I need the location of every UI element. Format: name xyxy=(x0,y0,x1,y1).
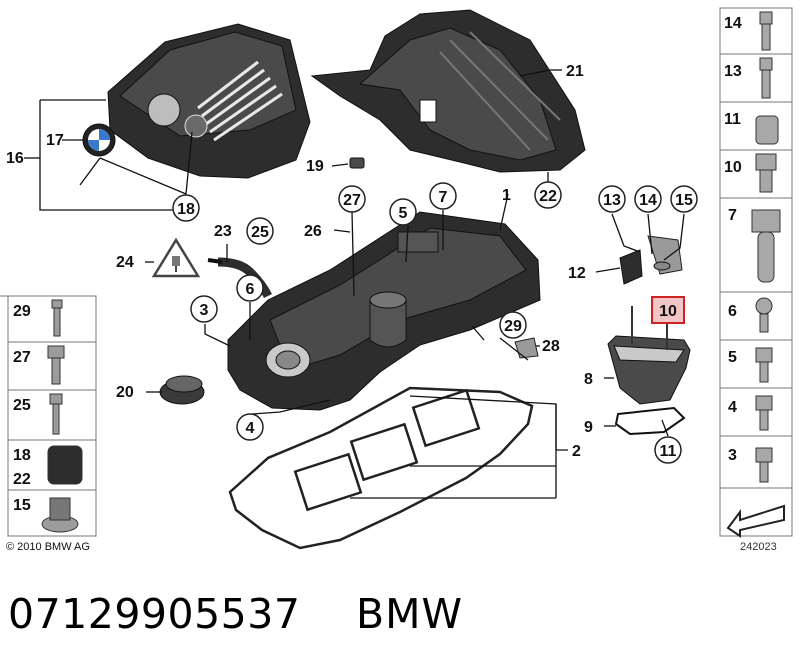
callout-22: 22 xyxy=(539,188,557,205)
callout-7: 7 xyxy=(439,189,448,206)
left-label-22: 22 xyxy=(13,471,31,488)
left-parts-panel: 29 27 25 18 22 15 xyxy=(7,295,97,537)
right-parts-panel: 14 13 11 10 7 6 5 4 3 xyxy=(719,7,793,538)
brand-name: BMW xyxy=(356,590,464,638)
parts-diagram: 29 27 25 18 22 15 14 13 11 10 7 6 5 4 xyxy=(0,7,793,550)
callout-13: 13 xyxy=(603,192,621,209)
left-label-29: 29 xyxy=(13,303,31,320)
cylinder-head-cover xyxy=(227,211,541,411)
callout-28: 28 xyxy=(542,338,560,355)
callout-19: 19 xyxy=(306,158,324,175)
callout-20: 20 xyxy=(116,384,134,401)
right-label-6: 6 xyxy=(728,303,737,320)
right-label-14: 14 xyxy=(724,15,742,32)
callout-8: 8 xyxy=(584,371,593,388)
callout-3: 3 xyxy=(200,302,209,319)
acoustic-cover xyxy=(310,9,586,173)
callout-21: 21 xyxy=(566,63,584,80)
callout-1: 1 xyxy=(502,187,511,204)
callout-5: 5 xyxy=(399,205,408,222)
right-label-3: 3 xyxy=(728,447,737,464)
right-label-5: 5 xyxy=(728,349,737,366)
grommet-20 xyxy=(159,375,205,405)
engine-cover xyxy=(107,23,311,179)
callout-23: 23 xyxy=(214,223,232,240)
copyright-text: © 2010 BMW AG xyxy=(6,541,90,553)
callout-12: 12 xyxy=(568,265,586,282)
left-label-18: 18 xyxy=(13,447,31,464)
callout-18: 18 xyxy=(177,201,195,218)
warning-triangle-icon xyxy=(151,237,201,278)
figure-id: 242023 xyxy=(740,541,777,553)
callout-6: 6 xyxy=(246,281,255,298)
callout-9: 9 xyxy=(584,419,593,436)
bracket-28 xyxy=(514,337,539,359)
callout-16: 16 xyxy=(6,150,24,167)
callout-26: 26 xyxy=(304,223,322,240)
callout-24: 24 xyxy=(116,254,134,271)
callout-17: 17 xyxy=(46,132,64,149)
callout-4: 4 xyxy=(246,420,255,437)
breather-hose xyxy=(217,257,273,299)
callout-10: 10 xyxy=(659,303,677,320)
oil-filter-housing xyxy=(607,306,691,405)
callout-29: 29 xyxy=(504,318,522,335)
left-label-27: 27 xyxy=(13,349,31,366)
part-number: 07129905537 xyxy=(8,590,301,638)
callout-15: 15 xyxy=(675,192,693,209)
sensor-group xyxy=(619,235,683,285)
left-label-25: 25 xyxy=(13,397,31,414)
highlight-box xyxy=(651,296,685,324)
callout-14: 14 xyxy=(639,192,657,209)
callout-11: 11 xyxy=(660,443,677,460)
callout-25: 25 xyxy=(251,224,269,241)
right-label-4: 4 xyxy=(728,399,737,416)
right-label-13: 13 xyxy=(724,63,742,80)
leader-lines xyxy=(24,69,685,499)
clip-19 xyxy=(349,157,365,169)
seal-9 xyxy=(614,406,686,436)
bmw-emblem xyxy=(82,123,116,157)
right-label-7: 7 xyxy=(728,207,737,224)
callout-27: 27 xyxy=(343,192,361,209)
right-label-10: 10 xyxy=(724,159,742,176)
right-label-11: 11 xyxy=(724,111,741,128)
gasket-set xyxy=(228,386,534,550)
next-arrow-icon xyxy=(726,504,785,538)
callout-2: 2 xyxy=(572,443,581,460)
callout-labels: 18 22 27 5 7 25 3 6 4 29 13 14 15 11 10 … xyxy=(6,63,698,464)
left-label-15: 15 xyxy=(13,497,31,514)
